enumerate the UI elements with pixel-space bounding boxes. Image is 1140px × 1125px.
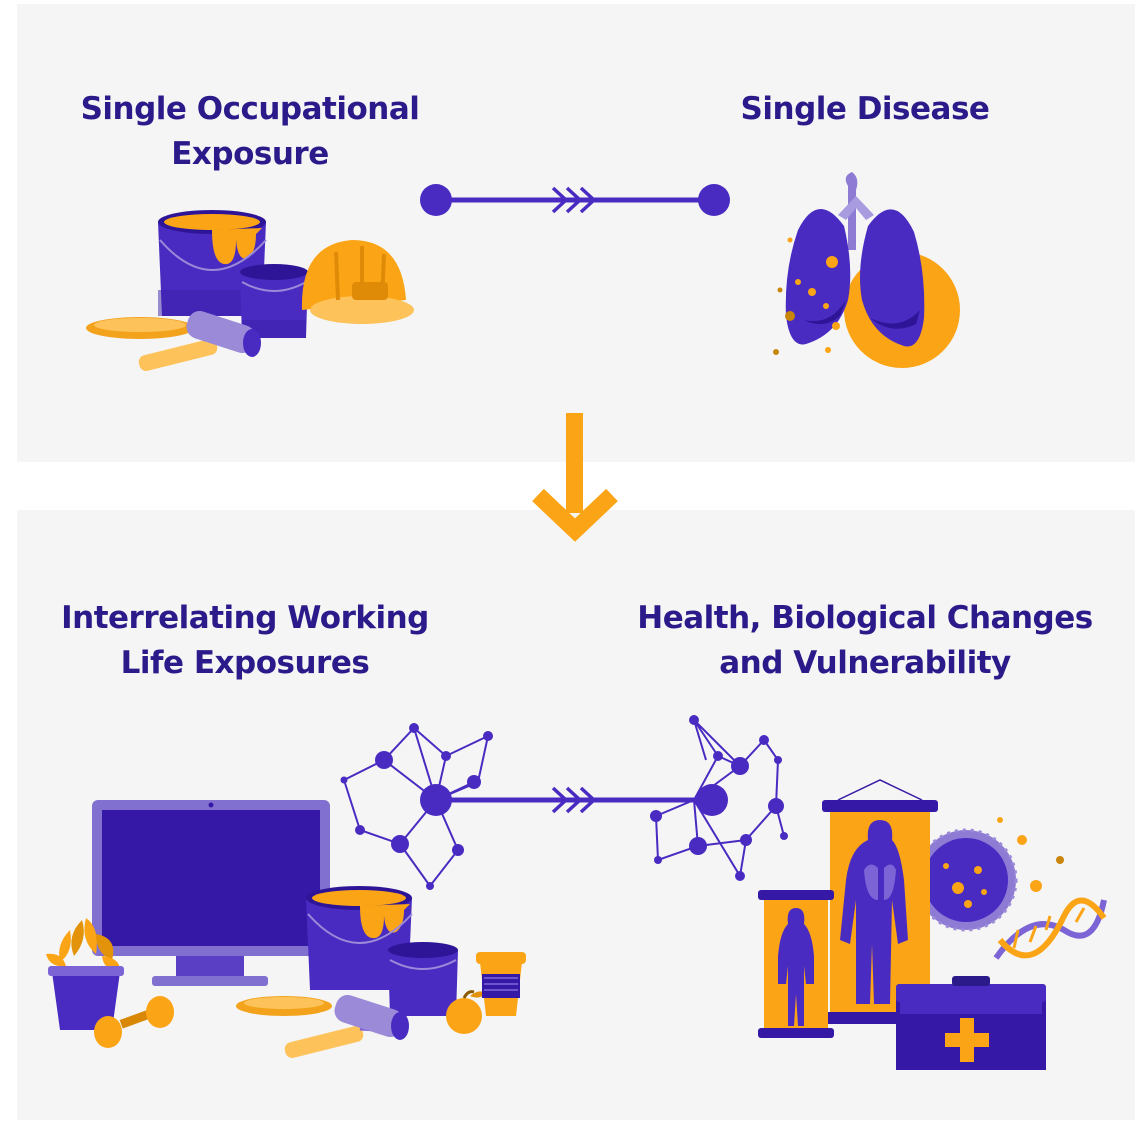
paint-can-icon <box>240 264 308 338</box>
cell-icon <box>914 817 1064 932</box>
paint-can-icon <box>388 942 458 1016</box>
health-changes-label: Health, Biological Changes and Vulnerabi… <box>637 600 1093 681</box>
paint-roller-icon <box>284 994 409 1058</box>
connector-arrow-icon <box>420 184 730 216</box>
body-chart-icon <box>758 890 834 1038</box>
paint-tray-icon <box>86 317 194 339</box>
paint-tray-icon <box>236 996 332 1016</box>
lungs-icon <box>773 172 960 368</box>
connector-chevrons <box>551 786 597 814</box>
paint-roller-icon <box>138 310 261 371</box>
dna-icon <box>993 897 1107 960</box>
down-arrow-icon <box>532 413 618 542</box>
network-nodes <box>340 715 788 890</box>
coffee-cup-icon <box>476 952 526 1016</box>
plant-icon <box>46 918 124 1030</box>
paint-bucket-icon <box>306 886 413 990</box>
hard-hat-icon <box>301 240 414 324</box>
dumbbell-icon <box>94 996 174 1048</box>
monitor-icon <box>92 800 330 986</box>
single-occupational-exposure-label: Single Occupational Exposure <box>80 91 420 172</box>
single-disease-label: Single Disease <box>740 91 990 127</box>
interrelating-exposures-label: Interrelating Working Life Exposures <box>61 600 429 681</box>
medical-kit-icon <box>896 976 1046 1070</box>
